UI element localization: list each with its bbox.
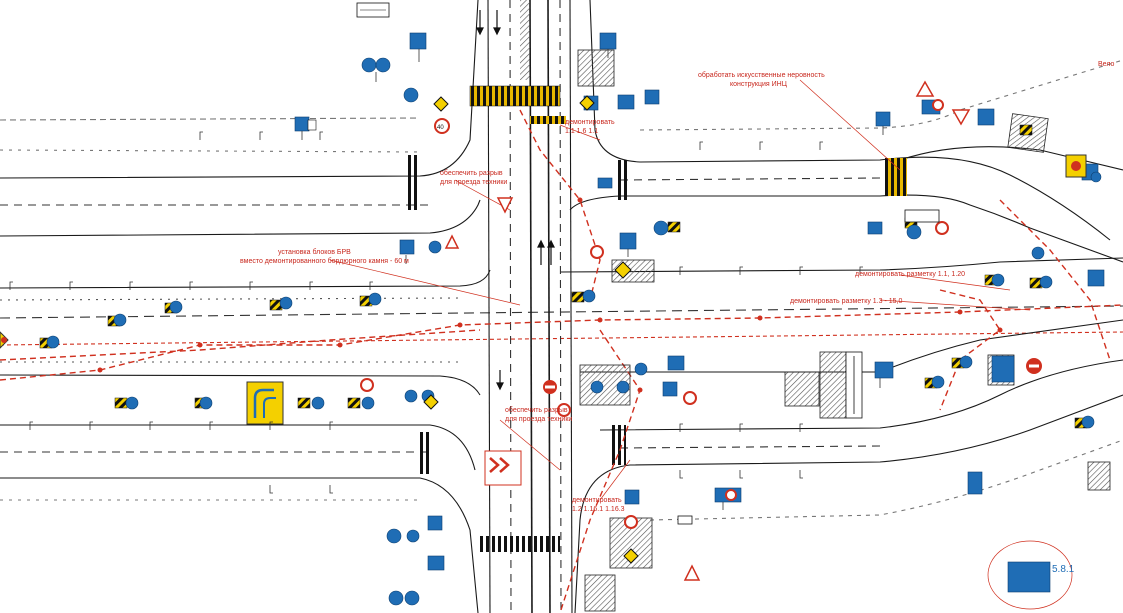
directional-board xyxy=(845,351,863,419)
note-top-right-1: обработать искусственные неровность xyxy=(698,71,825,79)
red-nodes xyxy=(97,197,1003,393)
note-left-block-1: установка блоков БРВ xyxy=(278,248,351,256)
red-leader-lines xyxy=(329,79,1073,610)
corner-sign-code: 5.8.1 xyxy=(1052,564,1075,575)
note-top-right-2: конструкция ИНЦ xyxy=(730,81,788,88)
prohibitory-signs xyxy=(360,99,949,529)
note-bottom-mark-1: демонтировать xyxy=(572,497,622,504)
note-left-center-1: обеспечить разрыв xyxy=(440,169,503,177)
note-top-center-2: 1.1 1.6 1.1 xyxy=(565,128,598,135)
speed-limit-value: 40 xyxy=(437,125,444,131)
curb-ticks xyxy=(9,131,863,494)
upper-road-edges xyxy=(0,0,1123,263)
edge-label: Вело xyxy=(1098,61,1114,68)
note-bottom-center-2: для проезда техники xyxy=(505,416,572,423)
lane-arrows xyxy=(476,10,555,391)
blue-square-signs xyxy=(294,32,1105,593)
crosswalks xyxy=(405,85,907,552)
top-plate xyxy=(307,2,940,525)
detour-sign xyxy=(246,381,284,425)
note-right-mark-1: демонтировать разметку 1.1, 1.20 xyxy=(855,271,965,278)
note-left-block-2: вместо демонтированного бордюрного камня… xyxy=(240,257,409,265)
no-entry-signs xyxy=(496,358,1042,468)
warning-triangles xyxy=(444,80,971,581)
lower-road-edges xyxy=(0,359,1123,613)
chevron-board xyxy=(484,450,522,486)
note-bottom-center-1: обеспечить разрыв xyxy=(505,406,568,414)
blue-round-signs xyxy=(46,57,1102,606)
note-left-center-2: для проезда техники xyxy=(440,179,507,186)
annotation-texts: обработать искусственные неровность конс… xyxy=(240,61,1114,575)
note-bottom-mark-2: 1.2 1.16.1 1.16.3 xyxy=(572,506,625,513)
priority-diamonds xyxy=(423,95,639,564)
note-top-center-1: демонтировать xyxy=(565,119,615,126)
note-right-mark-2: демонтировать разметку 1.3 - 15,0 xyxy=(790,298,902,305)
sign-posts xyxy=(301,49,884,510)
edge-yellow-sign xyxy=(0,154,1087,349)
